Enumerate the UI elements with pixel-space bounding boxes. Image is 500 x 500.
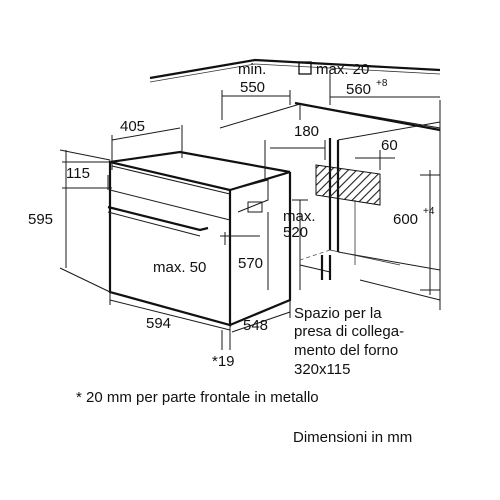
label-115: 115 <box>66 165 90 182</box>
label-405: 405 <box>120 118 145 135</box>
footnote: * 20 mm per parte frontale in metallo <box>76 389 319 406</box>
socket-space <box>315 164 381 206</box>
label-600-tolerance: +4 <box>423 206 435 217</box>
label-548: 548 <box>243 317 268 334</box>
socket-note: Spazio per la presa di collega- mento de… <box>294 305 404 378</box>
label-star-19: *19 <box>212 353 235 370</box>
socket-note-line2: presa di collega- <box>294 323 404 340</box>
label-min: min. <box>238 61 266 78</box>
square-outline-icon <box>298 61 312 75</box>
label-max-520-b: 520 <box>283 224 308 241</box>
socket-note-line4: 320x115 <box>294 361 350 378</box>
label-560-tolerance: +8 <box>376 78 388 89</box>
socket-note-line3: mento del forno <box>294 342 398 359</box>
label-600: 600 <box>393 211 418 228</box>
label-560: 560 <box>346 81 371 98</box>
dimension-lines <box>59 70 440 350</box>
dimension-labels: min. 550 max. 20 560 +8 405 180 60 115 5… <box>28 61 435 370</box>
socket-note-line1: Spazio per la <box>294 305 382 322</box>
label-60: 60 <box>381 137 398 154</box>
label-594: 594 <box>146 315 171 332</box>
label-550: 550 <box>240 79 265 96</box>
label-max-520-a: max. <box>283 208 316 225</box>
label-max-50: max. 50 <box>153 259 206 276</box>
label-180: 180 <box>294 123 319 140</box>
label-595: 595 <box>28 211 53 228</box>
label-570: 570 <box>238 255 263 272</box>
oven-body <box>107 150 292 327</box>
label-max-20: max. 20 <box>316 61 369 78</box>
units-note: Dimensioni in mm <box>293 429 412 446</box>
